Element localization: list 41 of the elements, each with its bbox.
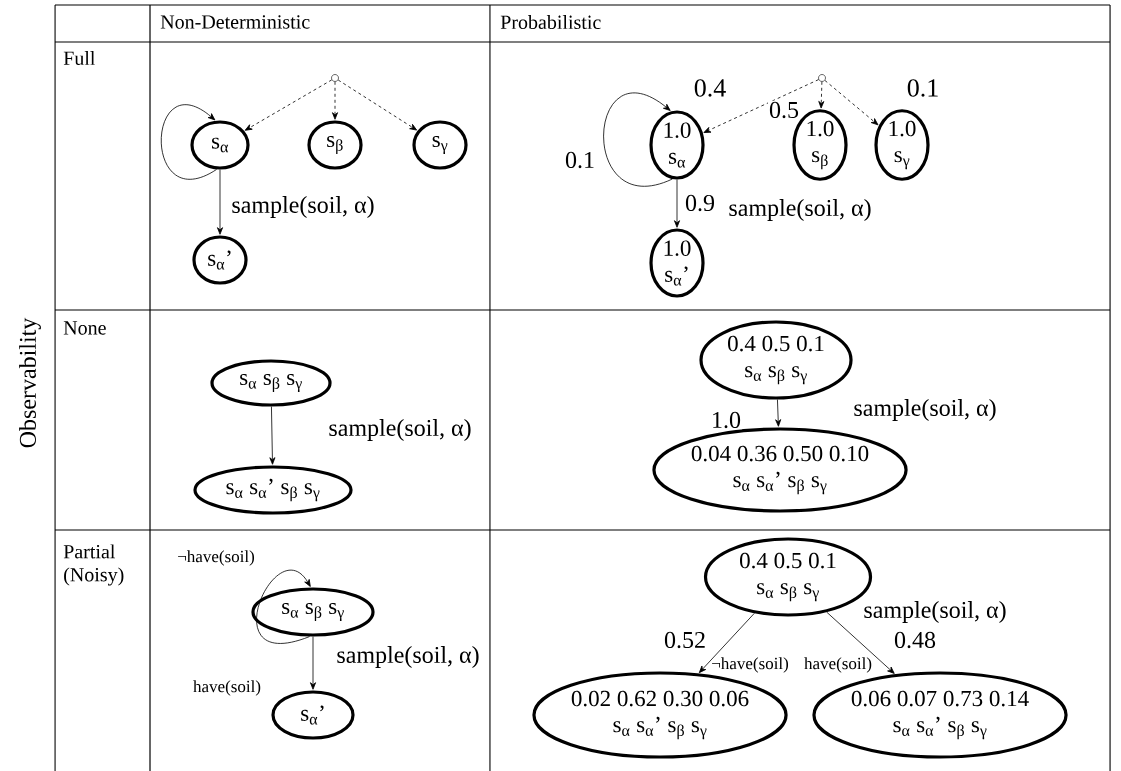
start-point bbox=[331, 74, 339, 82]
transition-arrow bbox=[217, 169, 223, 235]
dashed-arrow bbox=[703, 79, 819, 133]
column-header: Non-Deterministic bbox=[160, 15, 310, 29]
edge-label: 0.48 bbox=[893, 630, 937, 650]
transition-arrow bbox=[310, 636, 316, 690]
edge-label: 1.0 bbox=[710, 410, 742, 430]
dashed-arrow bbox=[818, 81, 825, 109]
action-label: sample(soil, α) bbox=[854, 399, 996, 421]
loop-arrow bbox=[160, 104, 217, 180]
edge-label: 0.9 bbox=[684, 193, 716, 213]
observation-label: have(soil) bbox=[804, 657, 872, 673]
row-group-title: Observability bbox=[19, 317, 41, 448]
action-label: sample(soil, α) bbox=[729, 199, 871, 221]
transition-arrow bbox=[674, 179, 680, 228]
row-header: Full bbox=[63, 50, 96, 65]
transition-arrow bbox=[269, 406, 276, 465]
edge-label: have(soil) bbox=[192, 679, 262, 697]
transition-arrow bbox=[826, 611, 895, 674]
dashed-arrow bbox=[824, 80, 879, 126]
row-header: None bbox=[63, 321, 106, 335]
edge-label: 0.5 bbox=[768, 100, 800, 120]
dashed-arrow bbox=[337, 79, 418, 131]
edge-label: sample(soil, α) bbox=[230, 195, 376, 219]
loop-arrow bbox=[256, 569, 311, 644]
edge-label: 0.1 bbox=[905, 78, 941, 98]
edge-label: ¬have(soil) bbox=[176, 549, 256, 567]
loop-arrow bbox=[603, 92, 673, 187]
edge-label: 0.1 bbox=[564, 150, 596, 170]
row-header: Partial (Noisy) bbox=[63, 544, 124, 586]
start-point bbox=[818, 74, 826, 82]
edge-label: 0.52 bbox=[663, 630, 707, 650]
transition-arrow bbox=[775, 399, 782, 427]
edge-label: sample(soil, α) bbox=[327, 418, 473, 442]
observation-label: ¬have(soil) bbox=[712, 657, 789, 673]
transition-arrow bbox=[698, 612, 755, 674]
edge-label: 0.4 bbox=[692, 78, 728, 98]
dashed-arrow bbox=[332, 81, 338, 120]
dashed-arrow bbox=[244, 79, 333, 131]
column-header: Probabilistic bbox=[500, 14, 601, 29]
action-label: sample(soil, α) bbox=[337, 646, 479, 668]
